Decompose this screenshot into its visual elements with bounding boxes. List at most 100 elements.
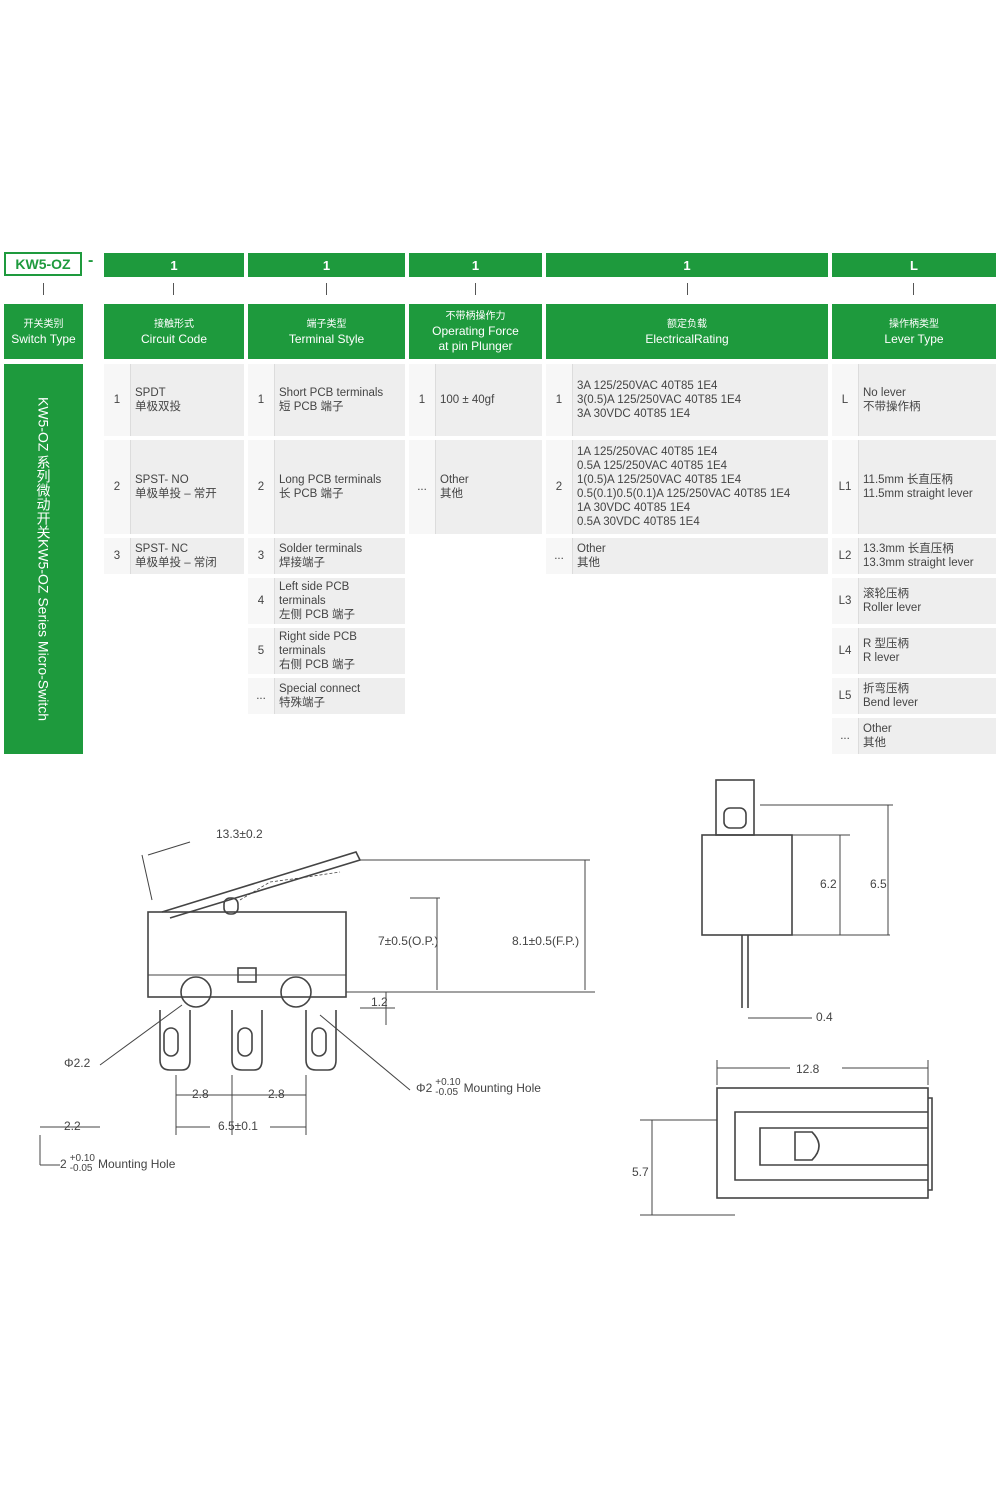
row-number: L1 [832,440,859,534]
header-circuit-code: 接触形式 Circuit Code [104,304,244,359]
dim-1-2: 1.2 [371,995,388,1009]
row-text: 其他 [577,557,600,569]
dim-2-8-left: 2.8 [192,1087,209,1101]
header-electrical-rating: 额定负载 ElectricalRating [546,304,828,359]
row-text: 特殊端子 [279,697,325,709]
force-row: 1 100 ± 40gf [409,364,542,436]
row-text: 13.3mm straight lever [863,557,974,569]
row-text: 3A 125/250VAC 40T85 1E4 [577,380,718,392]
lever-row: L5 折弯压柄 Bend lever [832,678,996,714]
row-text: Left side PCB [279,581,350,593]
row-text: 滚轮压柄 [863,588,909,600]
front-view [39,841,595,1166]
tick [687,283,688,295]
dim-lever-length: 13.3±0.2 [216,827,263,841]
tolerance-lower: -0.05 [69,1163,93,1174]
dim-op: 7±0.5(O.P.) [378,934,439,948]
row-text: 1A 125/250VAC 40T85 1E4 [577,446,718,458]
header-lever-type: 操作柄类型 Lever Type [832,304,996,359]
tick [326,283,327,295]
row-text: Bend lever [863,697,918,709]
series-title: KW5-OZ 系列微动开关 KW5-OZ Series Micro-Switch [4,364,83,754]
dim-fp: 8.1±0.5(F.P.) [512,934,580,948]
terminal-row: 1 Short PCB terminals 短 PCB 端子 [248,364,405,436]
row-text: Solder terminals [279,543,363,555]
row-number: 1 [104,364,131,436]
header-en: Lever Type [884,331,944,346]
row-text: R lever [863,652,900,664]
row-number: 2 [546,440,573,534]
header-en: Operating Force [432,324,519,338]
row-number: 3 [104,538,131,574]
row-text: 折弯压柄 [863,683,909,695]
row-text: R 型压柄 [863,638,909,650]
code-dash: - [88,252,94,269]
row-text: 11.5mm straight lever [863,488,973,500]
row-number: L5 [832,678,859,714]
header-zh: 不带柄操作力 [445,311,506,322]
row-text: 短 PCB 端子 [279,401,344,413]
header-switch-type: 开关类别 Switch Type [4,304,83,359]
dim-2-8-right: 2.8 [268,1087,285,1101]
row-number: 4 [248,578,275,624]
dim-6-5-side: 6.5 [870,877,887,891]
row-text: No lever [863,387,906,399]
code-terminal: 1 [248,253,405,277]
mount-text: Mounting Hole [463,1081,541,1095]
row-number: L2 [832,538,859,574]
row-text: 3A 30VDC 40T85 1E4 [577,408,691,420]
row-text: 其他 [440,488,463,500]
header-zh: 额定负载 [667,318,707,330]
row-number: ... [248,678,275,714]
row-text: terminals [279,595,326,607]
dim-6-5: 6.5±0.1 [218,1119,258,1133]
header-en: Circuit Code [140,331,208,346]
side-view [701,779,893,1019]
row-number: L3 [832,578,859,624]
tolerance-lower: -0.05 [435,1087,459,1098]
row-text: 0.5A 125/250VAC 40T85 1E4 [577,460,728,472]
row-text: 1A 30VDC 40T85 1E4 [577,502,691,514]
header-en: Terminal Style [288,331,365,346]
mounting-hole-label-2: 2 +0.10-0.05 Mounting Hole [60,1154,175,1174]
series-title-en: KW5-OZ Series Micro-Switch [35,539,52,722]
dim-5-7: 5.7 [632,1165,649,1179]
header-en: Switch Type [11,331,76,346]
row-text: Other [577,543,606,555]
row-text: 单极单投 – 常开 [135,488,217,500]
lever-row: L3 滚轮压柄 Roller lever [832,578,996,624]
tolerance-upper: +0.10 [69,1153,95,1164]
bottom-view [640,1060,933,1216]
row-text: 0.5A 30VDC 40T85 1E4 [577,516,700,528]
row-text: 其他 [863,737,886,749]
code-force: 1 [409,253,542,277]
row-text: 不带操作柄 [863,401,921,413]
header-zh: 开关类别 [23,318,64,330]
row-text: Long PCB terminals [279,474,382,486]
row-number: ... [409,440,436,534]
row-number: 2 [104,440,131,534]
row-number: 5 [248,628,275,674]
row-number: ... [546,538,573,574]
row-text: Short PCB terminals [279,387,384,399]
header-operating-force: 不带柄操作力 Operating Force at pin Plunger [409,304,542,359]
header-zh: 操作柄类型 [889,318,939,330]
header-terminal-style: 端子类型 Terminal Style [248,304,405,359]
row-text: Roller lever [863,602,922,614]
row-number: 2 [248,440,275,534]
row-number: 1 [248,364,275,436]
header-zh: 接触形式 [154,318,194,330]
row-text: SPDT [135,387,166,399]
